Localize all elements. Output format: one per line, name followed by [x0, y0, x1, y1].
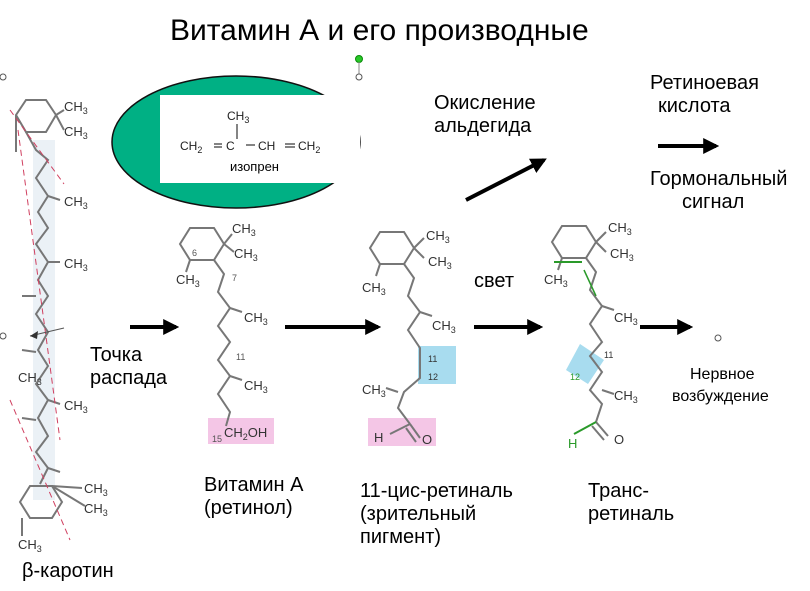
ch3-label: CH3	[428, 254, 452, 271]
ch3-label: CH3	[232, 221, 256, 238]
beta-carotene-structure: CH3 CH3 CH3 CH3 CH3 CH3 CH3 CH3 CH3	[9, 99, 108, 554]
ch3-label: CH3	[64, 99, 88, 116]
o-atom: O	[614, 432, 624, 447]
ch3-label: CH3	[362, 280, 386, 297]
ch3-label: CH3	[64, 124, 88, 141]
ch3-label: CH3	[614, 388, 638, 405]
selection-handle[interactable]	[0, 73, 7, 81]
ch3-label: CH3	[244, 310, 268, 327]
selection-handle[interactable]	[355, 73, 363, 81]
h-atom: H	[374, 430, 383, 445]
isoprene-structure	[214, 124, 295, 148]
ch3-label: CH3	[18, 370, 42, 387]
ch3-label: CH3	[64, 194, 88, 211]
isoprene-box	[160, 95, 360, 183]
ch3-label: CH3	[84, 501, 108, 518]
locant-11: 11	[428, 354, 437, 364]
light-label: свет	[474, 270, 515, 292]
locant-15: 15	[212, 434, 222, 444]
ch3-label: CH3	[64, 398, 88, 415]
ch3-label: CH3	[64, 256, 88, 273]
svg-text:C: C	[226, 139, 235, 153]
isoprene-formula: CH3 CH2 C CH CH2	[180, 109, 320, 155]
cleavage-point-label: Точка распада	[90, 344, 167, 389]
ch3-label: CH3	[608, 220, 632, 237]
trans-retinal-structure: CH3 CH3 CH3 CH3 CH3 H O 11 12	[544, 220, 638, 451]
nerve-excitation-label: Нервное возбуждение	[672, 366, 769, 406]
selection-handle[interactable]	[355, 55, 363, 63]
oxidation-label: Окисление альдегида	[434, 92, 536, 137]
h-atom: H	[568, 436, 577, 451]
ch2oh-label: CH2OH	[224, 425, 267, 442]
vitamin-a-label: Витамин А (ретинол)	[204, 474, 304, 519]
ch3-label: CH3	[84, 481, 108, 498]
locant-12: 12	[570, 372, 580, 382]
arrow-oxidation	[465, 158, 547, 202]
ch3-label: CH3	[18, 537, 42, 554]
ch3-label: CH3	[234, 246, 258, 263]
isoprene-name: изопрен	[230, 159, 279, 174]
hormonal-signal-label: Гормональный сигнал	[650, 168, 788, 213]
ch3-label: CH3	[244, 378, 268, 395]
isoprene-ch3: CH3	[227, 109, 249, 125]
svg-text:CH2: CH2	[180, 139, 202, 155]
locant-11: 11	[236, 352, 245, 362]
ch3-label: CH3	[614, 310, 638, 327]
o-atom: O	[422, 432, 432, 447]
locant-7: 7	[232, 273, 237, 283]
ch3-label: CH3	[362, 382, 386, 399]
svg-text:CH2: CH2	[298, 139, 320, 155]
ch3-label: CH3	[610, 246, 634, 263]
selection-handle[interactable]	[714, 334, 722, 342]
selection-handle[interactable]	[0, 332, 7, 340]
ch3-label: CH3	[544, 272, 568, 289]
cis-retinal-label: 11-цис-ретиналь (зрительный пигмент)	[360, 480, 513, 548]
ch3-label: CH3	[426, 228, 450, 245]
ch3-label: CH3	[432, 318, 456, 335]
beta-carotene-label: β-каротин	[22, 560, 114, 582]
locant-12: 12	[428, 372, 438, 382]
retinoic-acid-label: Ретиноевая кислота	[650, 72, 759, 117]
trans-retinal-label: Транс- ретиналь	[588, 480, 675, 525]
retinol-structure: CH3 CH3 CH3 CH3 CH3 CH2OH 6 7 11 15	[176, 221, 274, 444]
svg-text:CH: CH	[258, 139, 275, 153]
locant-6: 6	[192, 248, 197, 258]
locant-11: 11	[604, 350, 613, 360]
page-title: Витамин А и его производные	[170, 14, 589, 47]
cis-retinal-structure: CH3 CH3 CH3 CH3 CH3 H O 11 12	[362, 228, 456, 447]
ch3-label: CH3	[176, 272, 200, 289]
